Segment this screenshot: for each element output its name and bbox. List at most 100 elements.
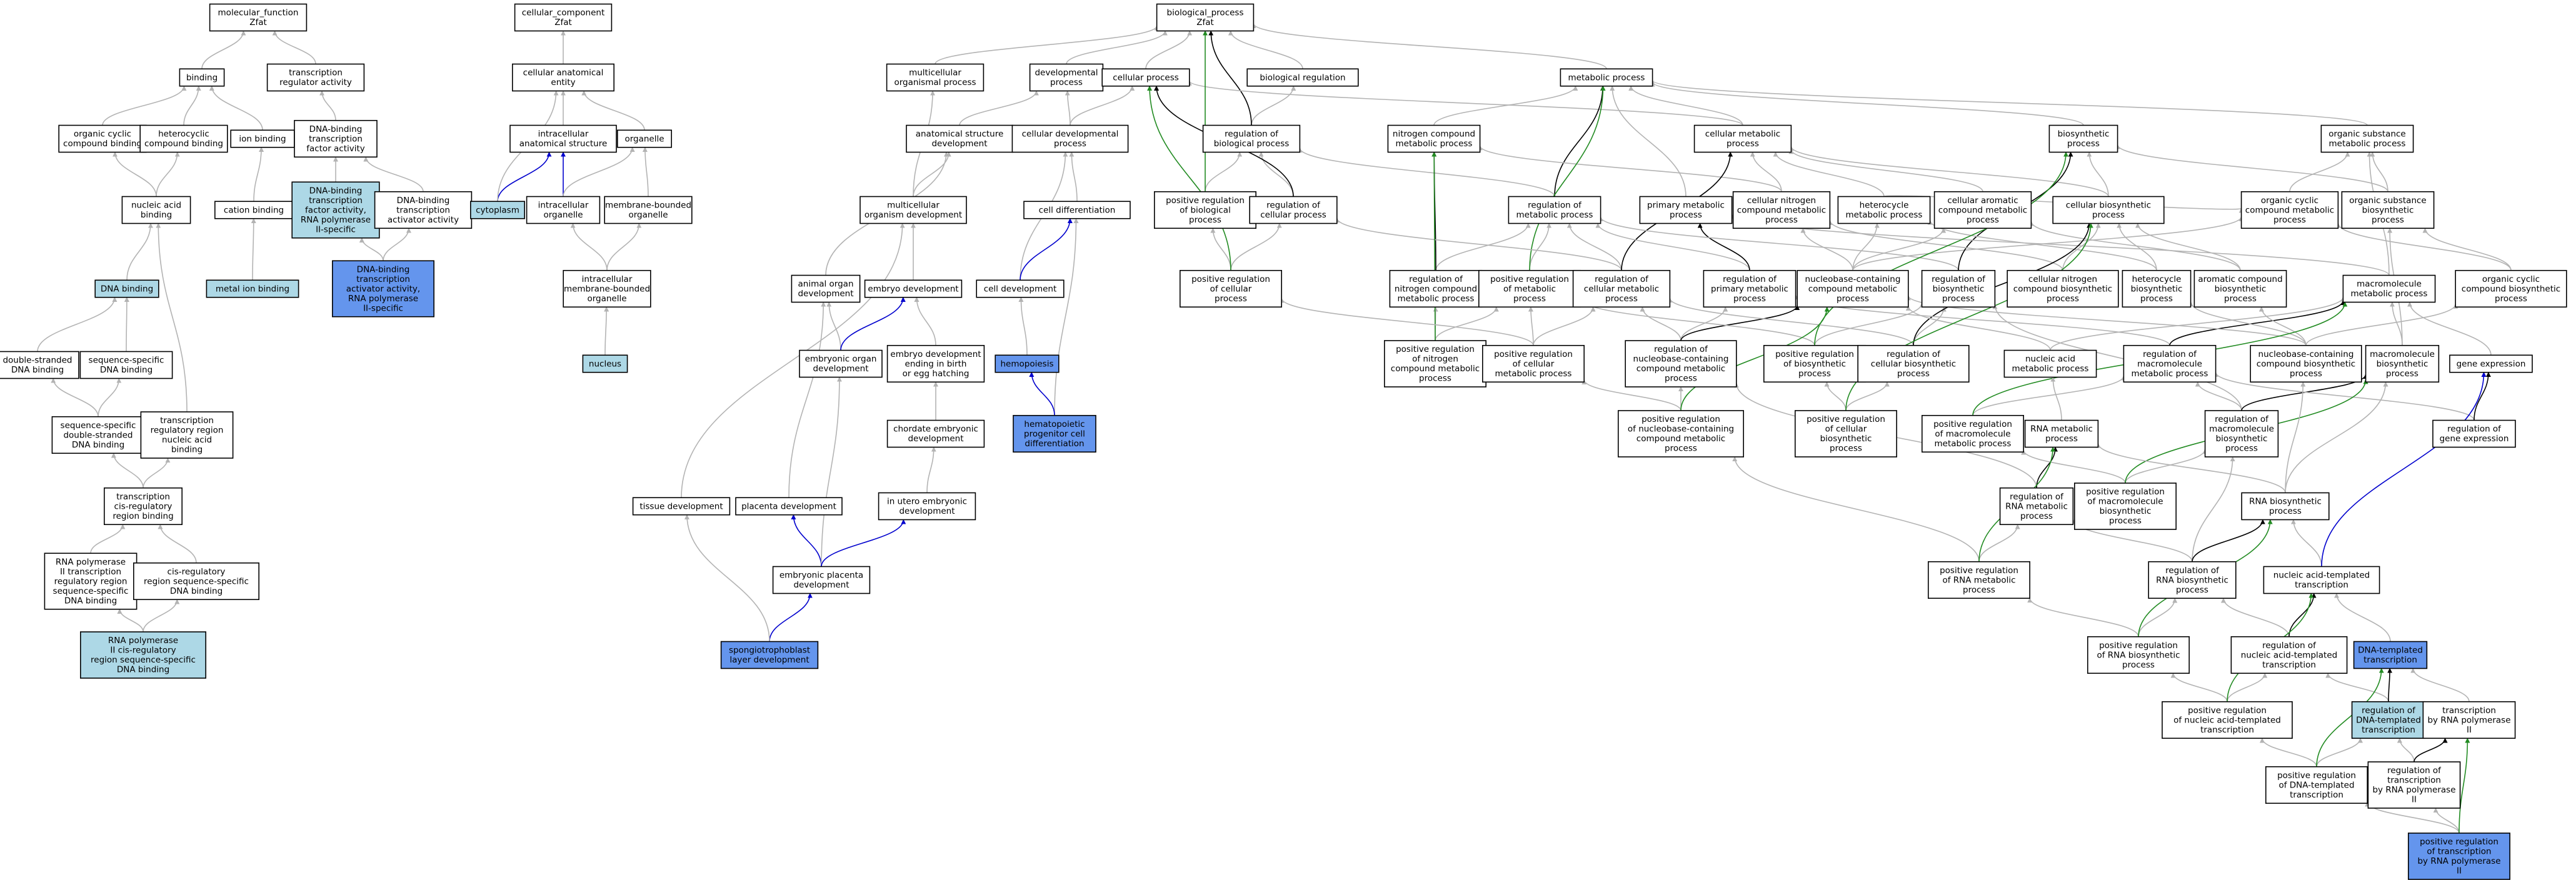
term-node-embryo-dev[interactable]: embryo development — [864, 279, 963, 298]
term-node-hemopoiesis[interactable]: hemopoiesis — [995, 354, 1060, 373]
term-node-cation-bind[interactable]: cation binding — [214, 201, 293, 219]
term-node-cytoplasm[interactable]: cytoplasm — [469, 201, 525, 219]
term-node-reg-nb-met[interactable]: regulation ofnucleobase-containingcompou… — [1625, 340, 1737, 388]
term-node-met-proc[interactable]: metabolic process — [1560, 68, 1653, 87]
term-node-dna-bind[interactable]: DNA binding — [94, 279, 159, 298]
term-node-binding[interactable]: binding — [179, 68, 225, 87]
term-node-ion-bind[interactable]: ion binding — [230, 129, 295, 148]
term-node-placenta-dev[interactable]: placenta development — [735, 497, 843, 516]
term-node-reg-macro-biosyn[interactable]: regulation ofmacromoleculebiosyntheticpr… — [2204, 410, 2279, 458]
term-node-cell-dev[interactable]: cell development — [976, 279, 1065, 298]
term-node-bio-reg[interactable]: biological regulation — [1246, 68, 1359, 87]
term-node-gene-expr[interactable]: gene expression — [2449, 354, 2533, 373]
term-node-cell-diff[interactable]: cell differentiation — [1023, 201, 1131, 219]
term-node-cell-proc[interactable]: cellular process — [1101, 68, 1190, 87]
term-node-tissue-dev[interactable]: tissue development — [632, 497, 731, 516]
term-node-organelle[interactable]: organelle — [616, 129, 672, 148]
